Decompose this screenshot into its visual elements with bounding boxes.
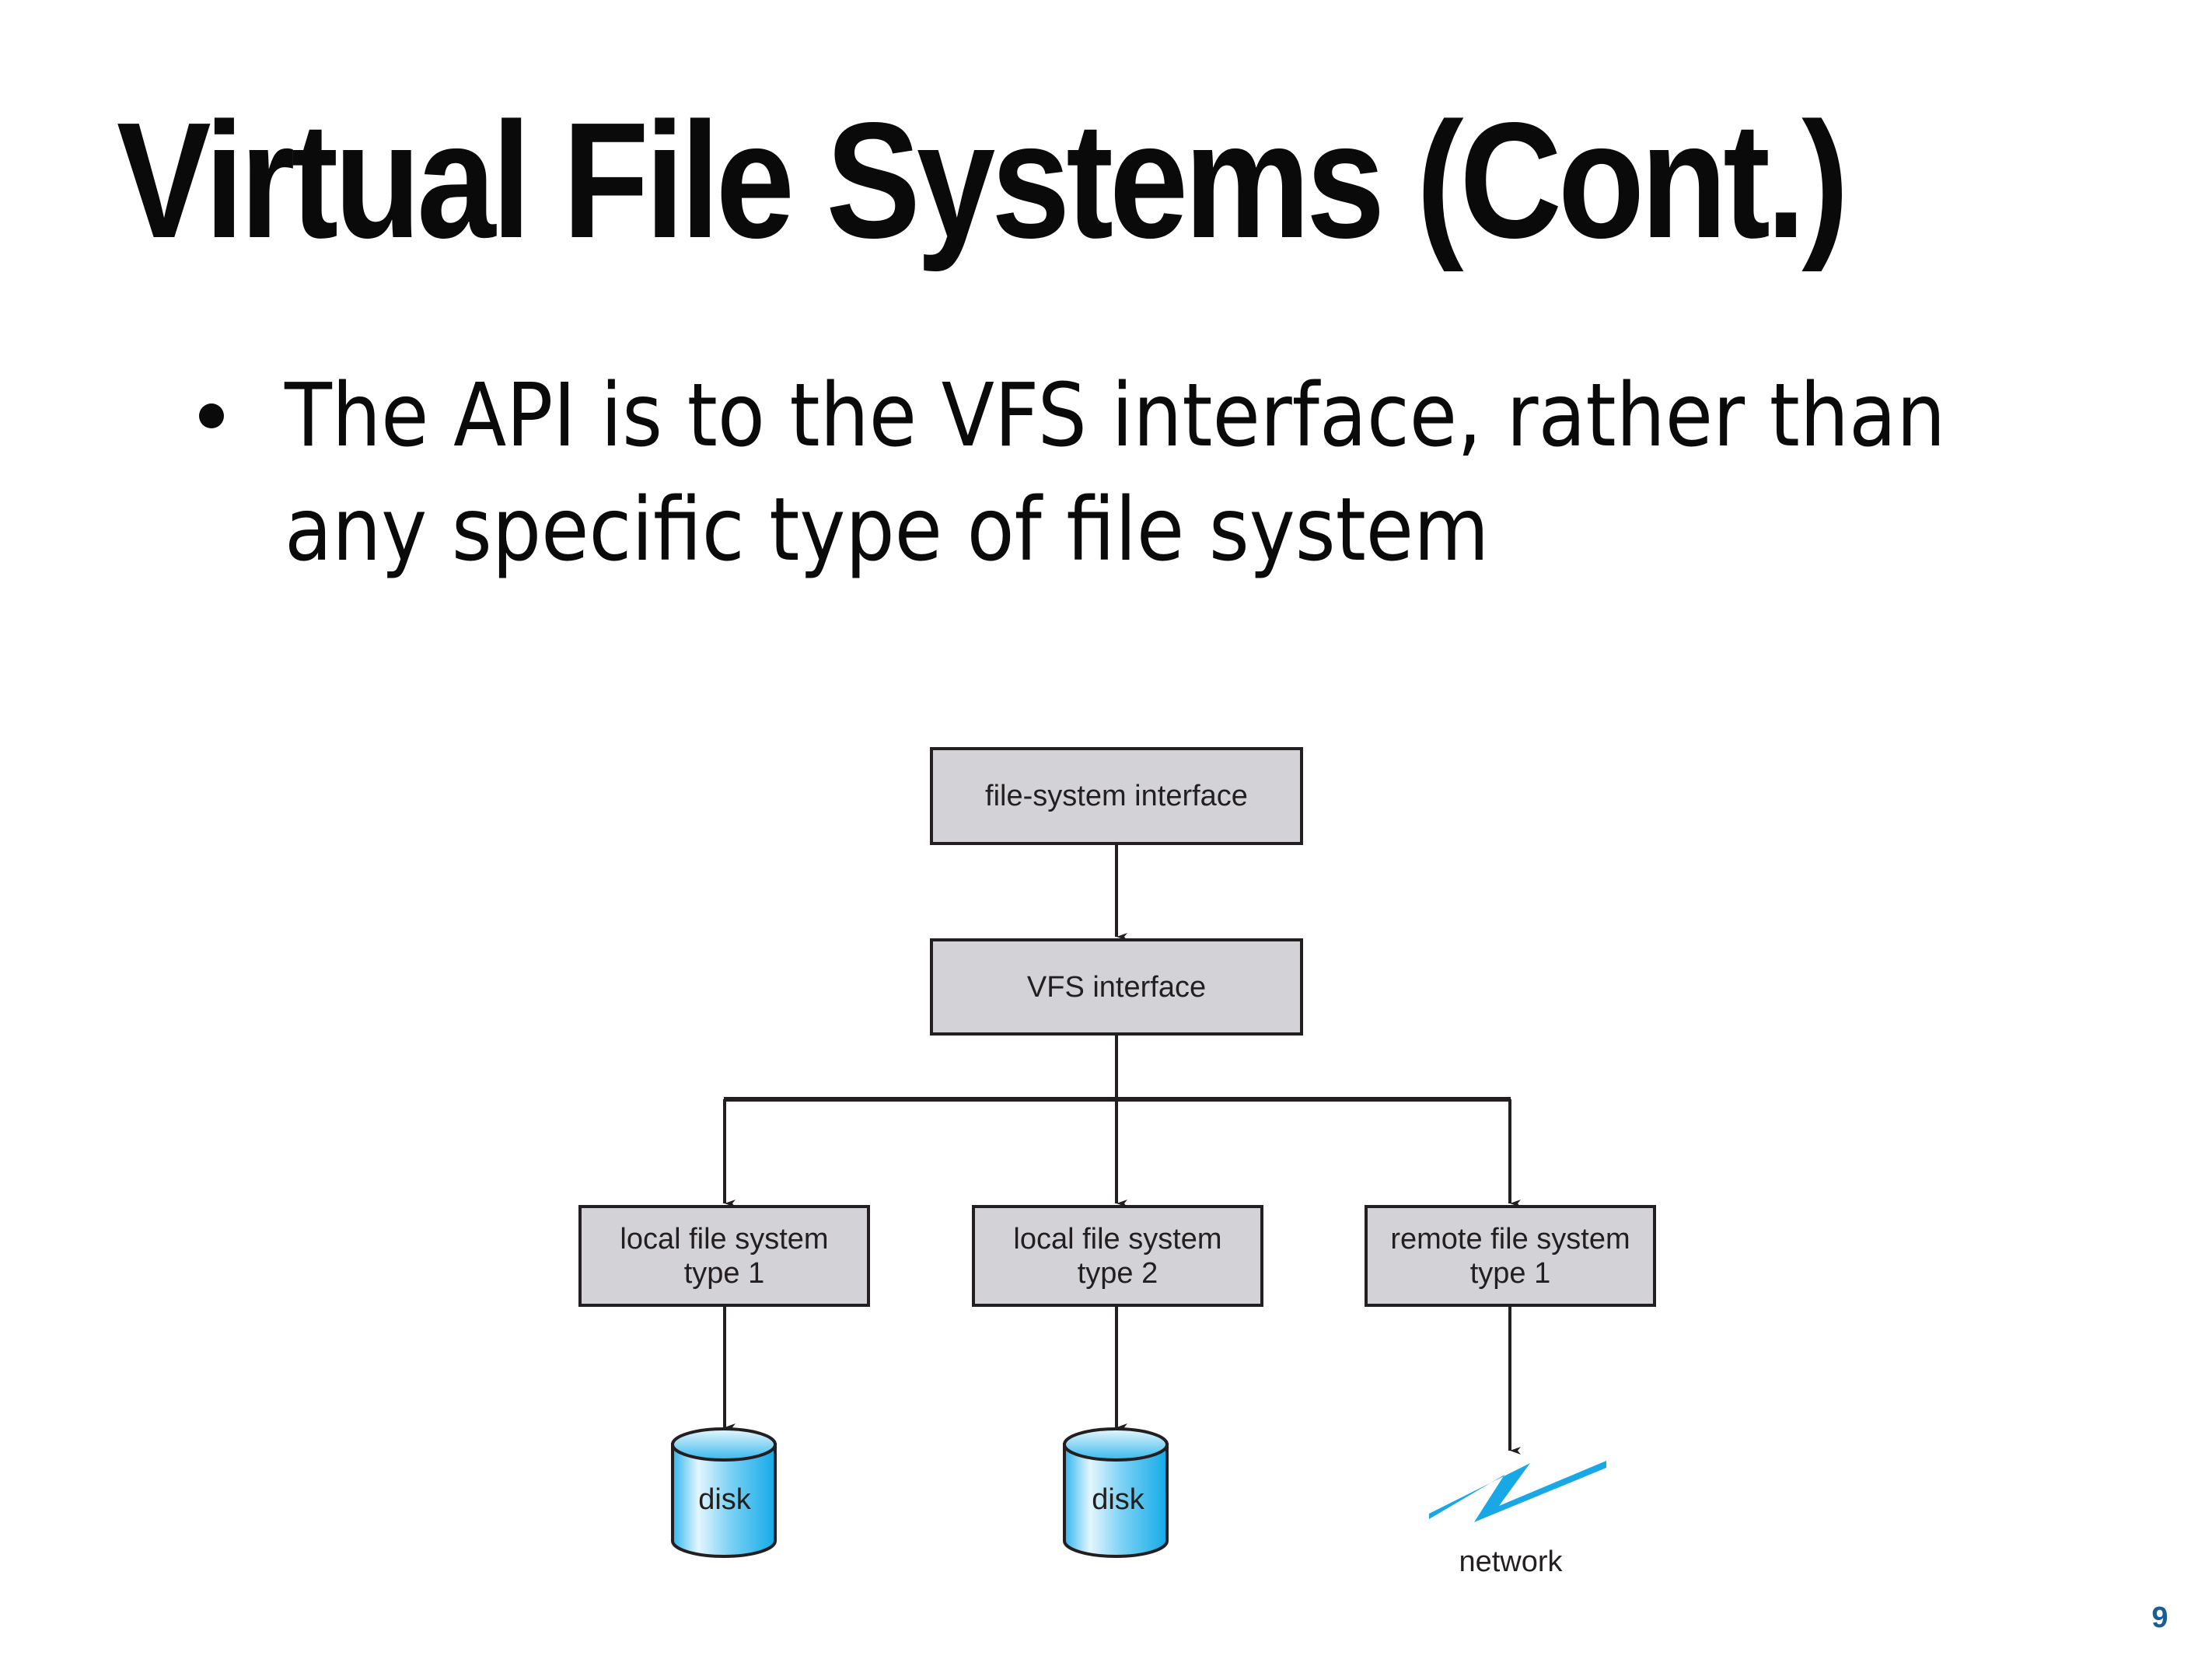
box-label: local file system (1013, 1222, 1222, 1256)
box-label: type 1 (1469, 1256, 1551, 1290)
bullet-line: The API is to the VFS interface, rather … (285, 365, 1946, 466)
vfs-interface-box: VFS interface (930, 938, 1303, 1036)
disk-label: disk (698, 1483, 751, 1516)
box-label: type 1 (683, 1256, 765, 1290)
box-label: file-system interface (985, 780, 1248, 812)
box-label: VFS interface (1026, 970, 1207, 1004)
disk-label: disk (1092, 1483, 1144, 1516)
local-file-system-type-2-box: local file system type 2 (972, 1205, 1263, 1307)
page-number: 9 (2151, 1601, 2168, 1634)
bullet-text: The API is to the VFS interface, rather … (285, 359, 1945, 588)
local-file-system-type-1-box: local file system type 1 (578, 1205, 870, 1307)
lightning-bolt-icon (1429, 1461, 1606, 1522)
remote-file-system-type-1-box: remote file system type 1 (1365, 1205, 1656, 1307)
slide-title: Virtual File Systems (Cont.) (117, 88, 1849, 272)
bullet-point-marker (199, 403, 224, 428)
box-label: type 2 (1077, 1256, 1158, 1290)
network-label: network (1459, 1545, 1563, 1578)
bullet-line: any specific type of file system (285, 480, 1490, 581)
box-label: local file system (620, 1222, 829, 1256)
box-label: remote file system (1390, 1222, 1630, 1256)
file-system-interface-box: file-system interface (930, 747, 1303, 845)
